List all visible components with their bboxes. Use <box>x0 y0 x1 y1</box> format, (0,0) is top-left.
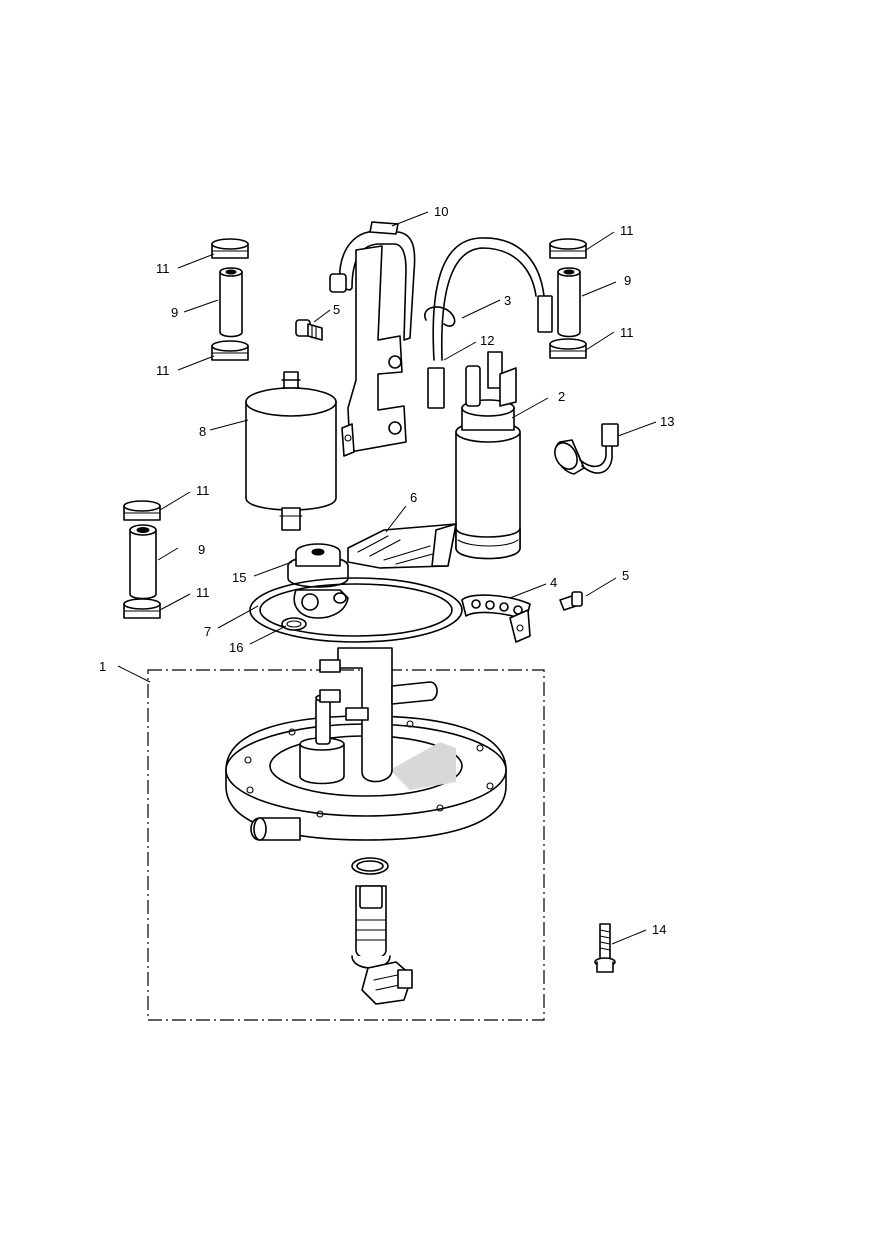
callout-9-right-top: 9 <box>624 273 631 288</box>
callout-14: 14 <box>652 922 666 937</box>
callout-2: 2 <box>558 389 565 404</box>
callout-11-left-top-b: 11 <box>156 363 170 378</box>
wire-harness-part <box>424 237 553 409</box>
callout-7: 7 <box>204 624 211 639</box>
fuel-pump-part <box>455 351 521 560</box>
fuel-filter-part <box>245 371 337 531</box>
pump-bracket-part <box>347 523 457 569</box>
callout-9-left-lower: 9 <box>198 542 205 557</box>
callout-11-right-top-a: 11 <box>620 223 634 238</box>
callout-9-left-top: 9 <box>171 305 178 320</box>
callout-10: 10 <box>434 204 448 219</box>
fuel-hose-bracket-part <box>329 221 416 457</box>
pump-strap-part <box>461 594 531 643</box>
callout-1: 1 <box>99 659 106 674</box>
leader-lines <box>117 211 657 945</box>
callout-11-left-lower-b: 11 <box>196 585 210 600</box>
sensor-lead-part <box>554 423 619 475</box>
pump-assembly-part <box>147 647 545 1021</box>
callout-5-upper: 5 <box>333 302 340 317</box>
callout-15: 15 <box>232 570 246 585</box>
hose-clip-set-left-top <box>211 238 249 361</box>
callout-11-right-top-b: 11 <box>620 325 634 340</box>
callout-11-left-top-a: 11 <box>156 261 170 276</box>
screw-part <box>559 591 583 611</box>
callout-13: 13 <box>660 414 674 429</box>
callout-16: 16 <box>229 640 243 655</box>
gasket-ring-part <box>249 577 463 643</box>
callout-labels: 1 2 3 4 5 5 6 7 8 9 9 9 10 11 11 11 11 1… <box>99 204 674 937</box>
flanged-bolt-part <box>594 923 616 973</box>
callout-5-right: 5 <box>622 568 629 583</box>
callout-11-left-lower-a: 11 <box>196 483 210 498</box>
pressure-regulator-part <box>287 543 349 619</box>
hose-clip-set-left-lower <box>123 500 161 619</box>
callout-3: 3 <box>504 293 511 308</box>
screw-part <box>295 319 323 341</box>
hose-clip-set-right-top <box>549 238 587 359</box>
callout-12: 12 <box>480 333 494 348</box>
callout-4: 4 <box>550 575 557 590</box>
callout-8: 8 <box>199 424 206 439</box>
callout-6: 6 <box>410 490 417 505</box>
